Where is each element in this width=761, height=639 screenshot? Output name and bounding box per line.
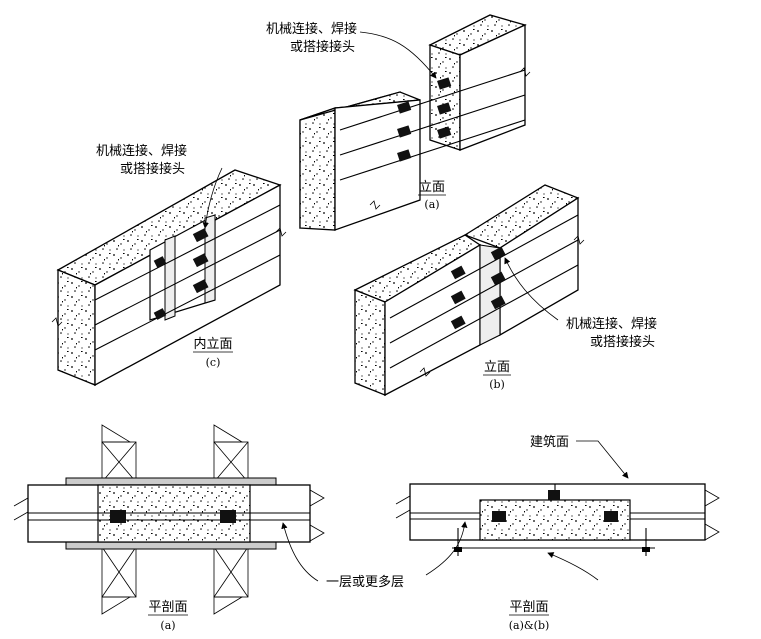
callout-left-line2: 或搭接接头: [120, 161, 185, 177]
leader-left-connection: [202, 167, 223, 229]
leader-top-connection: [359, 31, 437, 79]
elevation-a-figure: [299, 14, 531, 231]
caption-elev-a-title: 立面: [419, 180, 445, 195]
leader-layers-left: [281, 522, 319, 582]
elevation-c-figure: [51, 169, 287, 387]
callout-right-line1: 机械连接、焊接: [566, 316, 657, 332]
leader-plate: [547, 552, 599, 581]
caption-plan-a-sub: (a): [160, 619, 175, 632]
plan-section-ab-figure: [395, 483, 720, 556]
caption-elev-b-title: 立面: [484, 360, 510, 375]
caption-elev-a-sub: (a): [424, 198, 439, 211]
caption-plan-ab-title: 平剖面: [509, 600, 548, 615]
callout-top-line1: 机械连接、焊接: [266, 21, 357, 37]
callout-building-face: 建筑面: [530, 434, 569, 450]
caption-plan-ab-sub: (a)&(b): [509, 619, 550, 632]
leader-layers-right: [425, 521, 468, 576]
caption-elev-c-title: 内立面: [193, 336, 232, 352]
leader-right-connection: [504, 257, 559, 321]
plan-section-a-figure: [13, 424, 325, 615]
caption-plan-a-title: 平剖面: [148, 600, 187, 615]
leader-building-face: [576, 440, 629, 479]
elevation-b-figure: [353, 184, 585, 397]
caption-elev-b-sub: (b): [489, 378, 505, 391]
callout-top-line2: 或搭接接头: [290, 39, 355, 55]
callout-layers: 一层或更多层: [326, 574, 404, 590]
callout-left-line1: 机械连接、焊接: [96, 143, 187, 159]
caption-elev-c-sub: (c): [206, 356, 221, 369]
callout-right-line2: 或搭接接头: [590, 334, 655, 350]
